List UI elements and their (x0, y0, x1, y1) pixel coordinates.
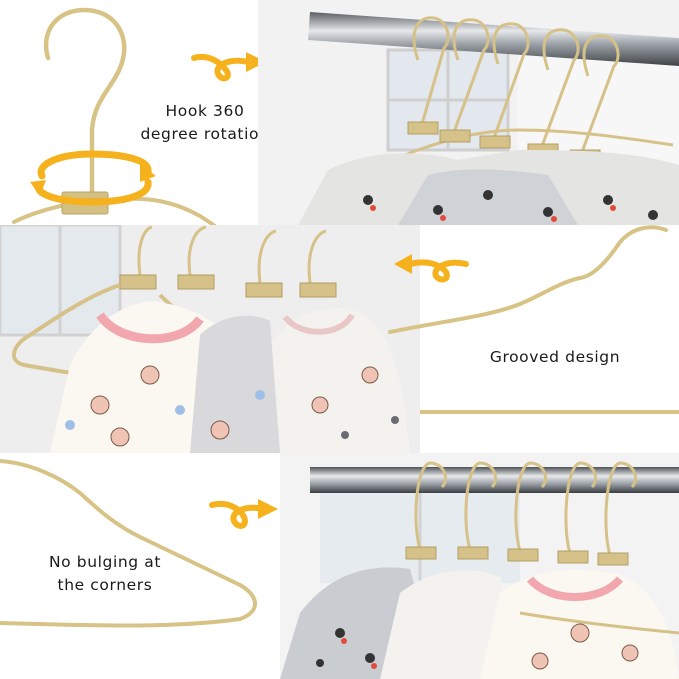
hook-caption-line2: degree rotation (140, 125, 270, 143)
rotation-arrows-icon (30, 150, 156, 206)
no-bulging-caption: No bulging at the corners (30, 551, 180, 597)
grooved-design-caption: Grooved design (489, 348, 621, 366)
hook-wire (43, 7, 127, 199)
curly-arrow-icon-3 (209, 499, 278, 529)
grooved-design-panel: Grooved design (380, 220, 679, 440)
hanger-arm-right (108, 196, 217, 228)
corner-hanger-wire (0, 459, 257, 628)
grooved-hanger-wire (388, 225, 668, 334)
corners-caption-line1: No bulging at (48, 553, 162, 571)
shirts-hangers-photo-middle (0, 225, 420, 453)
hangers-rod-photo-top (258, 0, 679, 225)
hook-caption-line1: Hook 360 (165, 102, 245, 120)
hook-rotation-caption: Hook 360 degree rotation (120, 100, 290, 146)
curly-arrow-icon-2 (394, 254, 469, 283)
hangers-rod-photo-bottom (280, 453, 679, 679)
curly-arrow-icon-1 (191, 52, 266, 82)
corner-closeup-panel: No bulging at the corners (0, 453, 300, 679)
hook-closeup-panel: Hook 360 degree rotation (0, 0, 290, 230)
corners-caption-line2: the corners (57, 576, 153, 594)
